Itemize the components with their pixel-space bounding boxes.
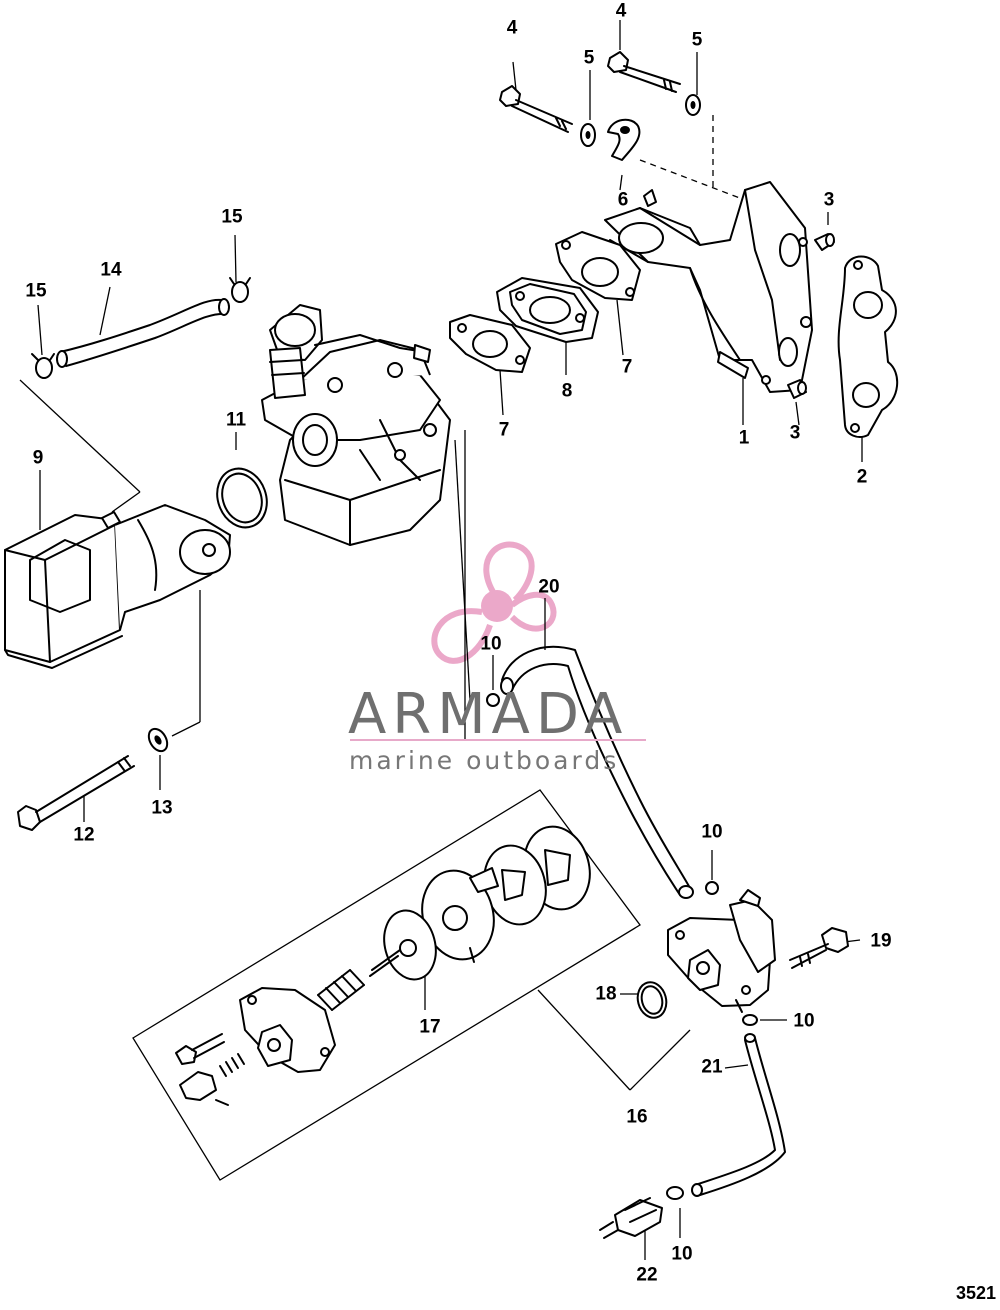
callout-5-left: 5 — [583, 47, 595, 69]
callout-20: 20 — [538, 576, 560, 598]
fuel-hose-21 — [691, 1033, 786, 1197]
o-ring-11 — [216, 467, 268, 529]
callout-10-bottom: 10 — [671, 1243, 693, 1265]
callout-21: 21 — [701, 1056, 723, 1078]
callout-3-top: 3 — [823, 189, 835, 211]
callout-7-right: 7 — [621, 356, 633, 378]
bolt-4-right — [607, 51, 681, 93]
watermark-divider — [350, 739, 646, 741]
callout-16: 16 — [626, 1106, 648, 1128]
callout-7-left: 7 — [498, 419, 510, 441]
callout-6: 6 — [617, 189, 629, 211]
callout-1: 1 — [738, 427, 750, 449]
callout-3-bottom: 3 — [789, 422, 801, 444]
bolt-12 — [17, 755, 135, 831]
gasket-7-left — [449, 314, 531, 373]
callout-10-middle: 10 — [701, 821, 723, 843]
clamp-15-left — [31, 353, 55, 379]
callout-18: 18 — [595, 983, 617, 1005]
callout-11: 11 — [225, 409, 247, 431]
callout-15-left: 15 — [25, 280, 47, 302]
clamp-10-top — [486, 693, 500, 707]
fuel-hose-20 — [500, 645, 694, 899]
callout-15-right: 15 — [221, 206, 243, 228]
callout-8: 8 — [561, 380, 573, 402]
pump-cover — [239, 987, 336, 1073]
clamp-10-right — [742, 1014, 758, 1026]
clamp-10-mid — [705, 881, 719, 895]
callout-5-right: 5 — [691, 29, 703, 51]
air-silencer-9 — [4, 504, 231, 669]
spacer-8 — [496, 277, 599, 343]
dowel-pin-3-top — [814, 233, 835, 251]
callout-13: 13 — [151, 797, 173, 819]
carburetor — [261, 304, 451, 546]
bolt-4-left — [499, 85, 573, 133]
dowel-pin-3-bottom — [787, 379, 807, 399]
o-ring-18 — [636, 981, 668, 1019]
leader-lines — [19, 20, 863, 1260]
callout-2: 2 — [856, 466, 868, 488]
hose-14 — [56, 298, 230, 368]
fuel-connector-22 — [599, 1197, 663, 1239]
callout-17: 17 — [419, 1016, 441, 1038]
clamp-10-bottom — [666, 1186, 684, 1200]
callout-12: 12 — [73, 824, 95, 846]
callout-10-right: 10 — [793, 1010, 815, 1032]
callout-9: 9 — [32, 447, 44, 469]
watermark-brand: ARMADA — [348, 682, 629, 747]
spring-small — [219, 1053, 245, 1077]
kit-16-boundary — [132, 789, 691, 1181]
callout-10-top: 10 — [480, 633, 502, 655]
screw-small — [175, 1033, 225, 1065]
washer-5-right — [685, 94, 701, 116]
callout-4-right: 4 — [615, 0, 627, 22]
washer-5-left — [580, 123, 596, 147]
callout-22: 22 — [636, 1264, 658, 1286]
clamp-15-right — [229, 277, 251, 303]
fuel-pump-assembly — [667, 889, 776, 1013]
callout-19: 19 — [870, 930, 892, 952]
armada-propeller-logo — [431, 541, 557, 664]
figure-number: 3521 — [955, 1283, 996, 1303]
pump-body-middle — [421, 867, 499, 963]
spring-large — [317, 969, 365, 1011]
callout-4-left: 4 — [506, 17, 518, 39]
gasket-7-right — [555, 231, 641, 301]
watermark-tagline: marine outboards — [349, 746, 620, 775]
diaphragm-plate-17 — [369, 909, 437, 981]
hose-clip-6 — [607, 118, 641, 161]
bolt-19 — [789, 927, 849, 969]
callout-14: 14 — [100, 259, 122, 281]
check-valve-body — [179, 1071, 229, 1106]
gasket-2 — [837, 255, 899, 438]
washer-13 — [147, 727, 169, 753]
